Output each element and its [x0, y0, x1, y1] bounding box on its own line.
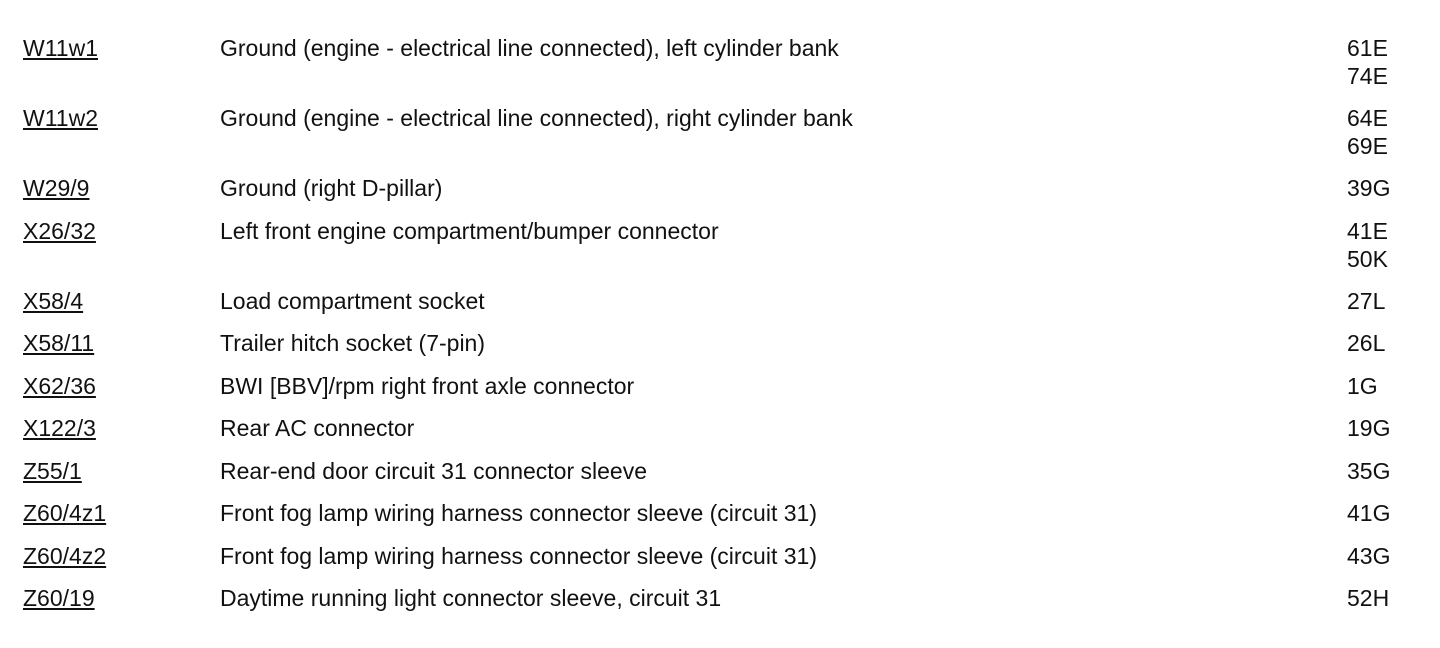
- component-description: Ground (engine - electrical line connect…: [220, 105, 853, 131]
- table-row: X58/11 Trailer hitch socket (7-pin) 26L: [0, 329, 1440, 357]
- table-row: X58/4 Load compartment socket 27L: [0, 287, 1440, 315]
- component-description: Rear AC connector: [220, 415, 415, 441]
- table-row: Z60/19 Daytime running light connector s…: [0, 584, 1440, 612]
- grid-location: 35G: [1347, 457, 1427, 485]
- grid-location: 61E 74E: [1347, 34, 1427, 90]
- grid-location: 19G: [1347, 414, 1427, 442]
- component-code-link[interactable]: W29/9: [23, 175, 90, 201]
- grid-location: 43G: [1347, 542, 1427, 570]
- grid-location: 39G: [1347, 174, 1427, 202]
- grid-location: 41G: [1347, 499, 1427, 527]
- table-row: Z55/1 Rear-end door circuit 31 connector…: [0, 457, 1440, 485]
- grid-location-value: 50K: [1347, 245, 1388, 272]
- table-row: W11w2 Ground (engine - electrical line c…: [0, 104, 1440, 160]
- table-row: W29/9 Ground (right D-pillar) 39G: [0, 174, 1440, 202]
- grid-location: 64E 69E: [1347, 104, 1427, 160]
- table-row: Z60/4z1 Front fog lamp wiring harness co…: [0, 499, 1440, 527]
- grid-location: 1G: [1347, 372, 1427, 400]
- component-description: Left front engine compartment/bumper con…: [220, 217, 719, 244]
- component-code-link[interactable]: Z60/4z1: [23, 500, 107, 526]
- grid-location-value: 43G: [1347, 542, 1391, 569]
- grid-location: 41E 50K: [1347, 217, 1427, 273]
- grid-location: 52H: [1347, 584, 1427, 612]
- grid-location-value: 19G: [1347, 415, 1391, 441]
- grid-location-value: 27L: [1347, 287, 1386, 314]
- component-code-link[interactable]: Z55/1: [23, 457, 82, 484]
- grid-location-value: 39G: [1347, 175, 1391, 201]
- component-description: BWI [BBV]/rpm right front axle connector: [220, 372, 635, 399]
- grid-location-value: 41G: [1347, 500, 1391, 526]
- grid-location-value: 74E: [1347, 63, 1388, 89]
- table-row: X26/32 Left front engine compartment/bum…: [0, 217, 1440, 273]
- component-description: Daytime running light connector sleeve, …: [220, 585, 722, 611]
- component-description: Front fog lamp wiring harness connector …: [220, 500, 817, 526]
- grid-location-value: 69E: [1347, 133, 1388, 159]
- table-row: X62/36 BWI [BBV]/rpm right front axle co…: [0, 372, 1440, 400]
- component-description: Load compartment socket: [220, 287, 485, 314]
- table-row: W11w1 Ground (engine - electrical line c…: [0, 34, 1440, 90]
- table-row: X122/3 Rear AC connector 19G: [0, 414, 1440, 442]
- component-description: Front fog lamp wiring harness connector …: [220, 542, 817, 569]
- component-code-link[interactable]: W11w1: [23, 35, 98, 61]
- component-legend-table: W11w1 Ground (engine - electrical line c…: [0, 34, 1440, 612]
- component-description: Rear-end door circuit 31 connector sleev…: [220, 457, 648, 484]
- grid-location-value: 35G: [1347, 457, 1391, 484]
- component-code-link[interactable]: Z60/4z2: [23, 542, 107, 569]
- component-description: Ground (right D-pillar): [220, 175, 443, 201]
- grid-location-value: 26L: [1347, 330, 1386, 356]
- grid-location-value: 1G: [1347, 372, 1378, 399]
- component-code-link[interactable]: X26/32: [23, 217, 96, 244]
- component-description: Ground (engine - electrical line connect…: [220, 35, 839, 61]
- table-row: Z60/4z2 Front fog lamp wiring harness co…: [0, 542, 1440, 570]
- component-code-link[interactable]: X62/36: [23, 372, 96, 399]
- component-code-link[interactable]: X58/4: [23, 287, 84, 314]
- grid-location-value: 41E: [1347, 217, 1388, 244]
- component-code-link[interactable]: W11w2: [23, 105, 98, 131]
- grid-location-value: 61E: [1347, 35, 1388, 61]
- grid-location: 26L: [1347, 329, 1427, 357]
- component-code-link[interactable]: Z60/19: [23, 585, 95, 611]
- component-code-link[interactable]: X58/11: [23, 330, 95, 356]
- component-code-link[interactable]: X122/3: [23, 415, 96, 441]
- grid-location-value: 64E: [1347, 105, 1388, 131]
- grid-location: 27L: [1347, 287, 1427, 315]
- component-description: Trailer hitch socket (7-pin): [220, 330, 486, 356]
- grid-location-value: 52H: [1347, 585, 1390, 611]
